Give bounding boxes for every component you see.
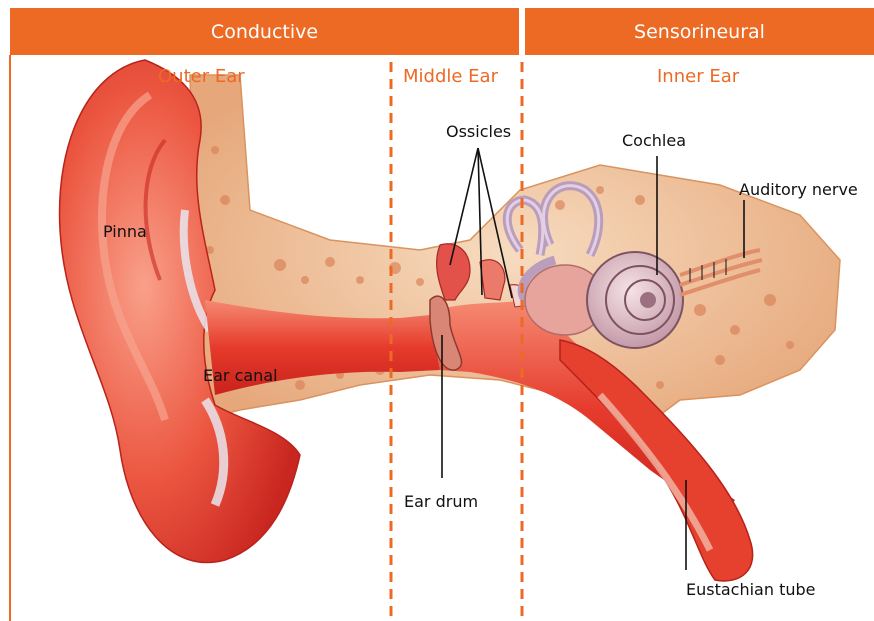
label-eustachian-tube: Eustachian tube	[686, 580, 816, 599]
region-outer-ear: Outer Ear	[158, 66, 245, 87]
region-inner-ear: Inner Ear	[657, 66, 739, 87]
label-ear-canal: Ear canal	[203, 366, 278, 385]
conductive-label: Conductive	[211, 21, 318, 43]
sensorineural-label: Sensorineural	[634, 21, 765, 43]
region-middle-ear: Middle Ear	[403, 66, 498, 87]
label-auditory-nerve: Auditory nerve	[739, 180, 858, 199]
conductive-header: Conductive	[10, 8, 519, 55]
label-pinna: Pinna	[103, 222, 147, 241]
label-ear-drum: Ear drum	[404, 492, 478, 511]
label-ossicles: Ossicles	[446, 122, 511, 141]
cochlea-shape	[587, 252, 683, 348]
label-cochlea: Cochlea	[622, 131, 686, 150]
sensorineural-header: Sensorineural	[525, 8, 874, 55]
